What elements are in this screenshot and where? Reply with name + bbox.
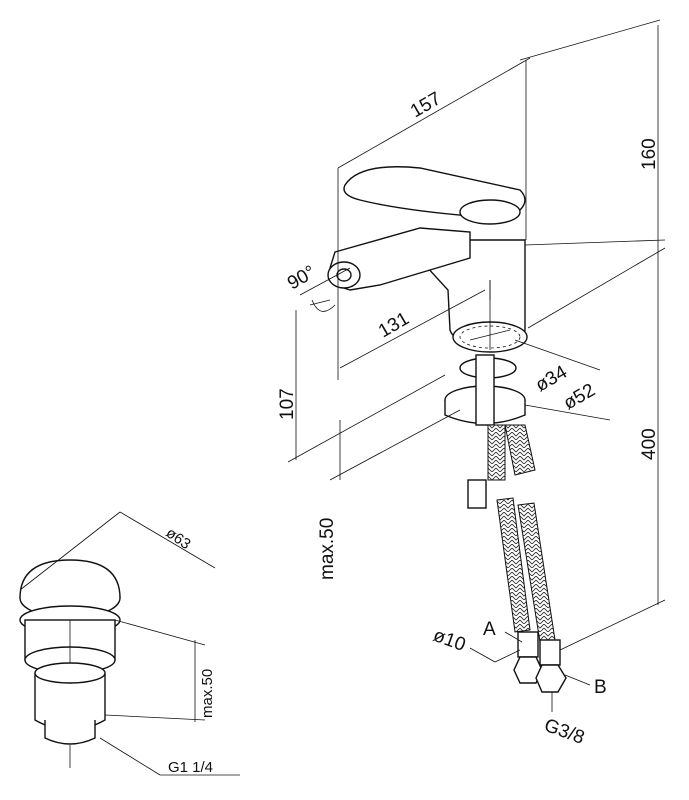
hose-label-b: B: [594, 677, 607, 698]
length-dimension: 157: [407, 88, 445, 122]
hose-diameter-dimension: ø10: [430, 625, 468, 656]
height-dimension: 160: [639, 138, 660, 170]
dimension-lines: [287, 19, 666, 712]
hose-thread-label: G3/8: [541, 715, 587, 749]
drain-valve: [19, 511, 240, 776]
bidet-mixer: [327, 166, 528, 426]
hose-length-dimension: 400: [639, 428, 660, 460]
base-diameter-dimension: ø52: [560, 380, 599, 415]
hose-label-a: A: [483, 619, 496, 640]
drain-thread-label: G1 1/4: [168, 759, 213, 776]
flexible-hoses: [467, 424, 567, 693]
reach-dimension: 131: [375, 308, 413, 342]
drain-max-dimension: max.50: [199, 669, 216, 718]
hole-diameter-dimension: ø34: [532, 362, 571, 397]
angle-dimension: 90°: [284, 262, 319, 295]
spout-height-dimension: 107: [277, 388, 298, 420]
max-thickness-dimension: max.50: [317, 518, 338, 580]
drain-diameter-dimension: ø63: [163, 524, 194, 553]
